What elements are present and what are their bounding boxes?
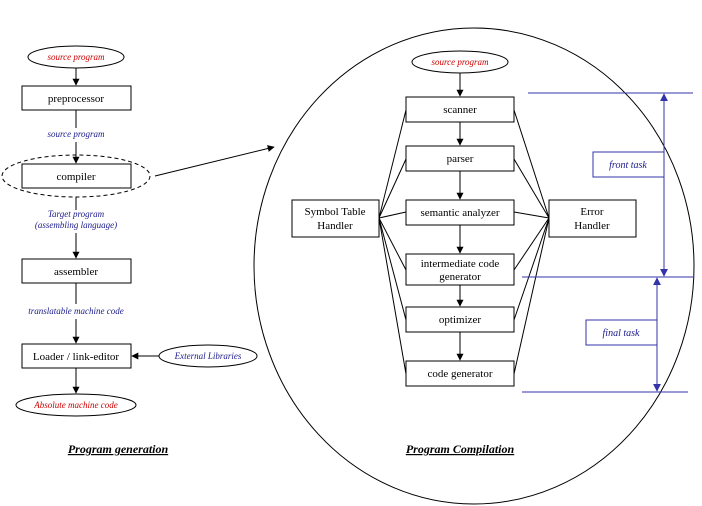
right-flow: source program scanner parser semantic a… (253, 27, 695, 505)
intermediate-code-box (405, 253, 515, 286)
task-brackets: front task final task (522, 92, 693, 393)
translatable-label: translatable machine code (28, 306, 123, 316)
error-handler-links (513, 109, 550, 375)
error-handler-box (548, 199, 637, 238)
symbol-table-links (378, 109, 407, 375)
semantic-analyzer-box (405, 199, 515, 226)
source-program-label: source program (47, 52, 105, 62)
source-program-2-label: source program (47, 129, 105, 139)
optimizer-box (405, 306, 515, 333)
parser-box (405, 145, 515, 172)
absolute-code-ellipse (15, 393, 137, 417)
symbol-table-box (291, 199, 380, 238)
compiler-box (21, 163, 132, 189)
external-libraries-label: External Libraries (174, 351, 242, 361)
front-task-box (592, 151, 665, 178)
target-program-label: Target program (48, 209, 105, 219)
final-task-box (585, 319, 658, 346)
error-handler-label: Error (580, 206, 604, 218)
code-generator-label: code generator (427, 368, 492, 380)
source-program-right-label: source program (431, 57, 489, 67)
assembler-label: assembler (54, 266, 98, 278)
parser-label: parser (447, 153, 474, 165)
loader-box (21, 343, 132, 369)
intermediate-code-sub-label: generator (439, 271, 481, 283)
left-flow: source program preprocessor source progr… (1, 45, 258, 456)
program-generation-title: Program generation (68, 442, 169, 456)
code-generator-box (405, 360, 515, 387)
preprocessor-label: preprocessor (48, 93, 105, 105)
scanner-label: scanner (443, 104, 477, 116)
intermediate-code-label: intermediate code (421, 258, 500, 270)
absolute-code-label: Absolute machine code (33, 400, 117, 410)
symbol-table-sub-label: Handler (317, 220, 353, 232)
front-task-label: front task (609, 160, 647, 171)
final-task-label: final task (603, 328, 641, 339)
symbol-table-label: Symbol Table (304, 206, 365, 218)
preprocessor-box (21, 85, 132, 111)
semantic-analyzer-label: semantic analyzer (420, 207, 499, 219)
program-compilation-title: Program Compilation (406, 442, 515, 456)
optimizer-label: optimizer (439, 314, 481, 326)
compiler-label: compiler (56, 171, 95, 183)
zoom-arrow (154, 145, 275, 177)
loader-label: Loader / link-editor (33, 351, 119, 363)
error-handler-sub-label: Handler (574, 220, 610, 232)
target-program-sub-label: (assembling language) (35, 220, 117, 230)
compilation-ellipse (253, 27, 695, 505)
